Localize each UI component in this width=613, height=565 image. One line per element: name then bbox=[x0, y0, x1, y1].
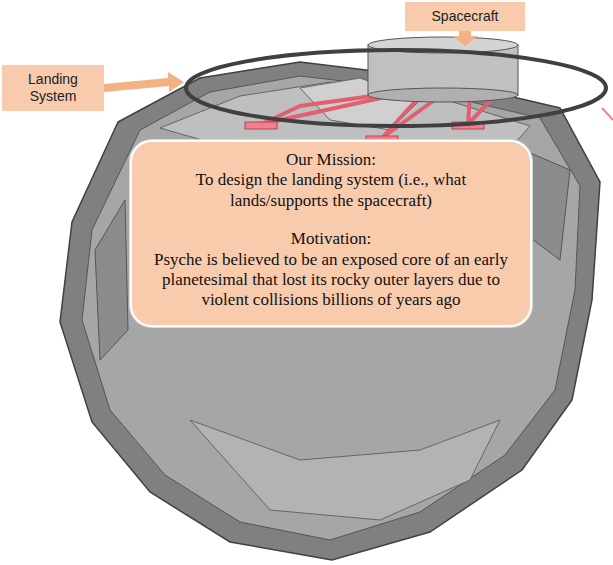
callout-box: Landing System bbox=[2, 65, 104, 111]
pointer-arrow bbox=[104, 30, 478, 92]
asteroid-patch bbox=[190, 420, 500, 520]
heading-text: Our Mission: bbox=[146, 150, 516, 170]
mission-box: Our Mission:To design the landing system… bbox=[130, 140, 532, 327]
body-text: Psyche is believed to be an exposed core… bbox=[146, 250, 516, 311]
heading-text: Motivation: bbox=[146, 229, 516, 249]
asteroid-body bbox=[60, 62, 600, 560]
leader-line bbox=[602, 108, 613, 120]
body-text: Landing System bbox=[8, 71, 98, 105]
body-text: Spacecraft bbox=[411, 8, 519, 25]
asteroid-surface bbox=[82, 76, 580, 540]
body-text: To design the landing system (i.e., what… bbox=[146, 170, 516, 211]
callout-box: Spacecraft bbox=[405, 2, 525, 31]
spacecraft-body bbox=[368, 37, 518, 102]
asteroid-patch bbox=[95, 200, 128, 360]
landing-system-outline bbox=[186, 50, 606, 126]
